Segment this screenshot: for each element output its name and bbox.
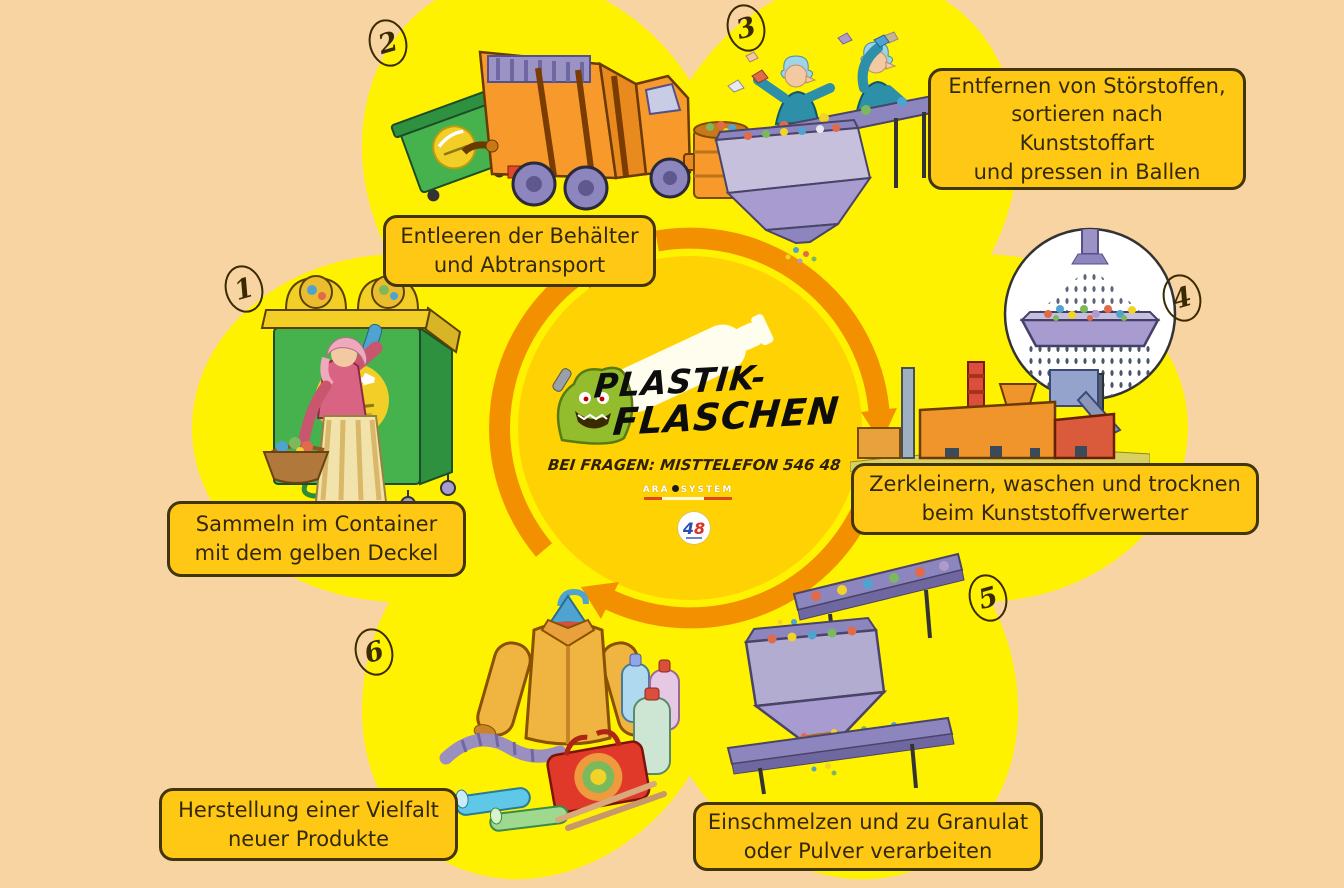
- flying-scraps: [727, 31, 899, 93]
- step-5-label: Einschmelzen und zu Granulat oder Pulver…: [693, 802, 1043, 871]
- step-3-label: Entfernen von Störstoffen, sortieren nac…: [928, 68, 1246, 190]
- recycler-factory-icon: [850, 361, 1150, 472]
- hotline-text: BEI FRAGEN: MISTTELEFON 546 48: [547, 456, 842, 474]
- ara-logo-word2: SYSTEM: [680, 485, 734, 495]
- badge-48-digit-4: 4: [682, 518, 694, 538]
- melting-hopper: [744, 616, 888, 776]
- hose-ribs: [460, 732, 535, 763]
- step-1-label: Sammeln im Container mit dem gelben Deck…: [167, 501, 466, 577]
- step-2-label: Entleeren der Behälter und Abtransport: [383, 215, 656, 287]
- hopper-funnel: [714, 118, 873, 263]
- feed-conveyor: [777, 552, 965, 651]
- plastic-tubes: [455, 781, 667, 832]
- washing-spray: [1019, 229, 1161, 396]
- flower-center-circle: [518, 256, 862, 600]
- badge-48-subtext: [686, 537, 702, 539]
- collection-container-icon: [260, 275, 462, 516]
- step-4-label: Zerkleinern, waschen und trocknen beim K…: [851, 463, 1259, 535]
- sorting-line-icon: [693, 31, 938, 263]
- trash-monster-mascot-icon: [552, 366, 634, 445]
- washing-and-factory-icon: [1003, 227, 1177, 401]
- ara-system-logo: ARA SYSTEM: [638, 485, 738, 500]
- garbage-truck-icon: [390, 50, 699, 211]
- worker-left: [751, 55, 835, 126]
- bottle-icon: [612, 314, 774, 413]
- ara-logo-word1: ARA: [642, 485, 670, 495]
- badge-48-digit-8: 8: [694, 518, 706, 538]
- melting-granulate-icon: [726, 552, 965, 795]
- new-products-icon: [439, 588, 680, 832]
- step-6-label: Herstellung einer Vielfalt neuer Produkt…: [159, 788, 458, 861]
- ara-logo-tagline: [644, 497, 732, 500]
- granulate-conveyor: [726, 716, 955, 795]
- ara-logo-dot-icon: [671, 485, 679, 492]
